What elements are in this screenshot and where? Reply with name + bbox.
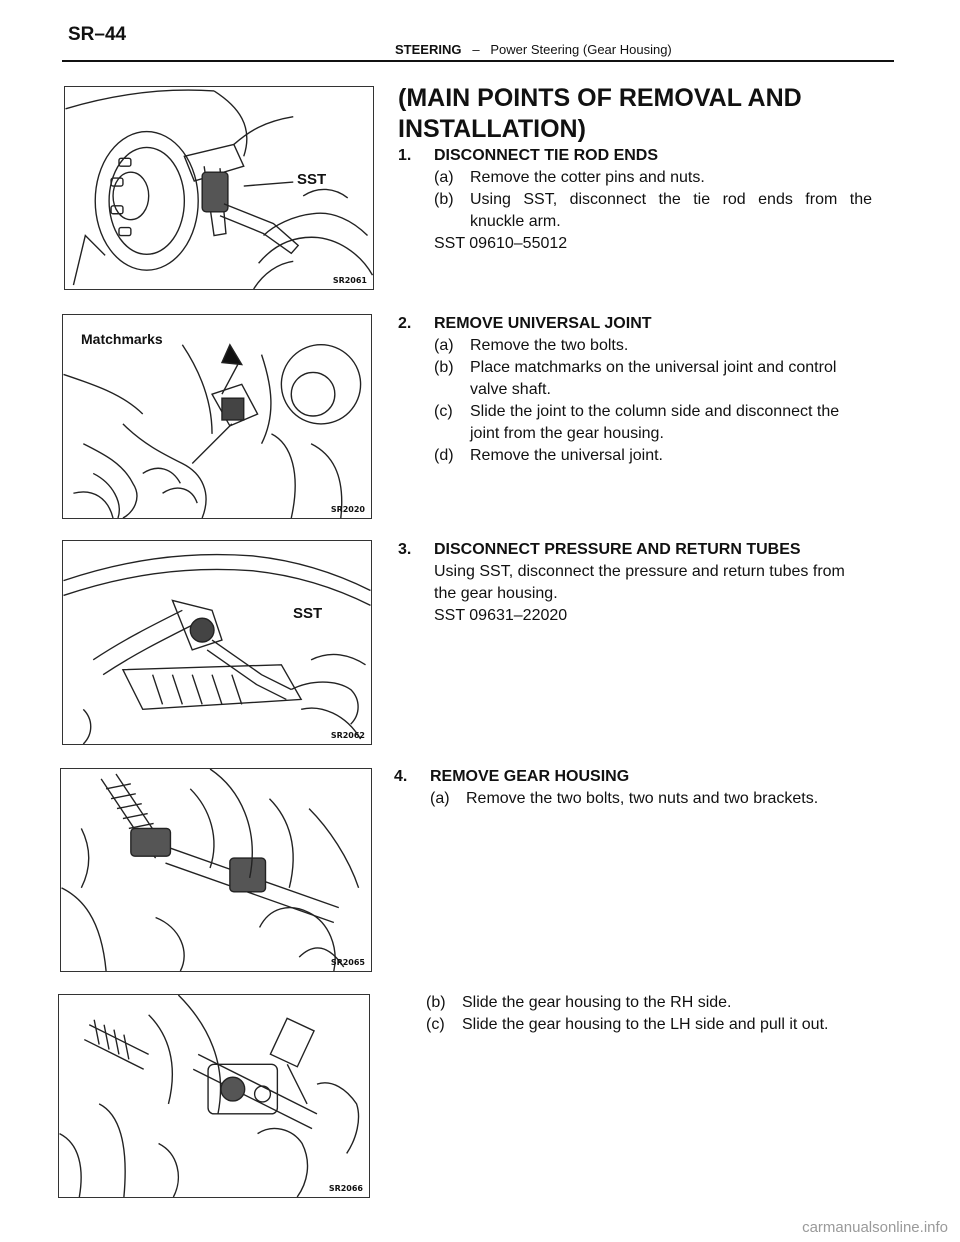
step-number: 2. — [398, 315, 412, 332]
step-3-line-2: the gear housing. — [398, 583, 874, 605]
running-header: STEERING – Power Steering (Gear Housing) — [395, 42, 672, 57]
sub-text: Slide the joint to the column side and d… — [470, 403, 840, 420]
sub-text-cont: knuckle arm. — [470, 213, 561, 230]
gear-housing-removal-illustration — [59, 995, 360, 1197]
pressure-tubes-illustration — [63, 553, 371, 744]
sub-letter: (b) — [426, 994, 446, 1011]
figure-gear-housing-brackets: SR2065 — [60, 768, 372, 972]
figure-label-sst: SST — [297, 171, 327, 188]
sub-letter: (a) — [430, 790, 450, 807]
watermark-footer: carmanualsonline.info — [802, 1219, 948, 1236]
step-1: 1. DISCONNECT TIE ROD ENDS (a) Remove th… — [398, 145, 874, 255]
body-text: the gear housing. — [434, 585, 558, 602]
section-title: (MAIN POINTS OF REMOVAL AND INSTALLATION… — [398, 83, 802, 145]
header-dash: – — [472, 42, 480, 57]
subsection-name: Power Steering (Gear Housing) — [490, 42, 672, 57]
sub-letter: (b) — [434, 359, 454, 376]
sub-letter: (c) — [434, 403, 453, 420]
step-4a: (a) Remove the two bolts, two nuts and t… — [394, 788, 874, 810]
header-rule — [62, 60, 894, 62]
step-4-heading: 4. REMOVE GEAR HOUSING — [394, 766, 874, 788]
figure-label-matchmarks: Matchmarks — [81, 331, 163, 347]
figure-code: SR2066 — [328, 1184, 363, 1193]
step-4: 4. REMOVE GEAR HOUSING (a) Remove the tw… — [394, 766, 874, 810]
page-code: SR–44 — [68, 24, 127, 45]
step-number: 3. — [398, 541, 412, 558]
step-2: 2. REMOVE UNIVERSAL JOINT (a) Remove the… — [398, 313, 874, 467]
step-title: REMOVE GEAR HOUSING — [430, 768, 630, 785]
step-3-line-1: Using SST, disconnect the pressure and r… — [398, 561, 874, 583]
title-line-1: (MAIN POINTS OF REMOVAL AND — [398, 84, 802, 112]
step-title: REMOVE UNIVERSAL JOINT — [434, 315, 652, 332]
step-number: 4. — [394, 768, 408, 785]
body-text: Using SST, disconnect the pressure and r… — [434, 563, 845, 580]
sst-number: SST 09610–55012 — [434, 235, 568, 252]
step-1-heading: 1. DISCONNECT TIE ROD ENDS — [398, 145, 874, 167]
gear-housing-brackets-illustration — [61, 769, 360, 971]
step-title: DISCONNECT TIE ROD ENDS — [434, 147, 659, 164]
step-1b: (b) Using SST, disconnect the tie rod en… — [398, 189, 874, 211]
step-2-heading: 2. REMOVE UNIVERSAL JOINT — [398, 313, 874, 335]
title-line-2: INSTALLATION) — [398, 115, 586, 143]
step-3-heading: 3. DISCONNECT PRESSURE AND RETURN TUBES — [398, 539, 874, 561]
sub-text: Slide the gear housing to the LH side an… — [462, 1016, 829, 1033]
sub-text: Remove the cotter pins and nuts. — [470, 169, 705, 186]
step-3-sst: SST 09631–22020 — [398, 605, 874, 627]
step-2b: (b) Place matchmarks on the universal jo… — [398, 357, 874, 379]
sub-text: Remove the universal joint. — [470, 447, 663, 464]
sub-letter: (d) — [434, 447, 454, 464]
step-2d: (d) Remove the universal joint. — [398, 445, 874, 467]
sub-letter: (c) — [426, 1016, 445, 1033]
step-2b-cont: valve shaft. — [398, 379, 874, 401]
step-1-sst: SST 09610–55012 — [398, 233, 874, 255]
step-4-continued: (b) Slide the gear housing to the RH sid… — [390, 992, 874, 1036]
step-1b-cont: knuckle arm. — [398, 211, 874, 233]
figure-code: SR2020 — [330, 505, 365, 514]
figure-code: SR2062 — [330, 731, 365, 740]
tie-rod-illustration — [65, 89, 373, 289]
figure-gear-housing-removal: SR2066 — [58, 994, 370, 1198]
step-2c-cont: joint from the gear housing. — [398, 423, 874, 445]
step-2c: (c) Slide the joint to the column side a… — [398, 401, 874, 423]
sub-letter: (a) — [434, 337, 454, 354]
step-1a: (a) Remove the cotter pins and nuts. — [398, 167, 874, 189]
figure-pressure-tubes: SST SR2062 — [62, 540, 372, 745]
sub-text: Remove the two bolts, two nuts and two b… — [466, 790, 819, 807]
sub-letter: (b) — [434, 191, 454, 208]
figure-label-sst: SST — [293, 605, 323, 622]
figure-code: SR2065 — [330, 958, 365, 967]
step-2a: (a) Remove the two bolts. — [398, 335, 874, 357]
figure-code: SR2061 — [332, 276, 367, 285]
figure-tie-rod: SST SR2061 — [64, 86, 374, 290]
sst-number: SST 09631–22020 — [434, 607, 568, 624]
figure-universal-joint: Matchmarks SR2020 — [62, 314, 372, 519]
step-4b: (b) Slide the gear housing to the RH sid… — [390, 992, 874, 1014]
step-4c: (c) Slide the gear housing to the LH sid… — [390, 1014, 874, 1036]
sub-letter: (a) — [434, 169, 454, 186]
sub-text-cont: valve shaft. — [470, 381, 551, 398]
sub-text: Using SST, disconnect the tie rod ends f… — [470, 191, 872, 208]
universal-joint-illustration — [63, 343, 362, 518]
step-number: 1. — [398, 147, 412, 164]
step-title: DISCONNECT PRESSURE AND RETURN TUBES — [434, 541, 801, 558]
step-3: 3. DISCONNECT PRESSURE AND RETURN TUBES … — [398, 539, 874, 627]
section-name: STEERING — [395, 42, 462, 57]
sub-text: Slide the gear housing to the RH side. — [462, 994, 732, 1011]
sub-text-cont: joint from the gear housing. — [470, 425, 664, 442]
sub-text: Remove the two bolts. — [470, 337, 629, 354]
sub-text: Place matchmarks on the universal joint … — [470, 359, 837, 376]
